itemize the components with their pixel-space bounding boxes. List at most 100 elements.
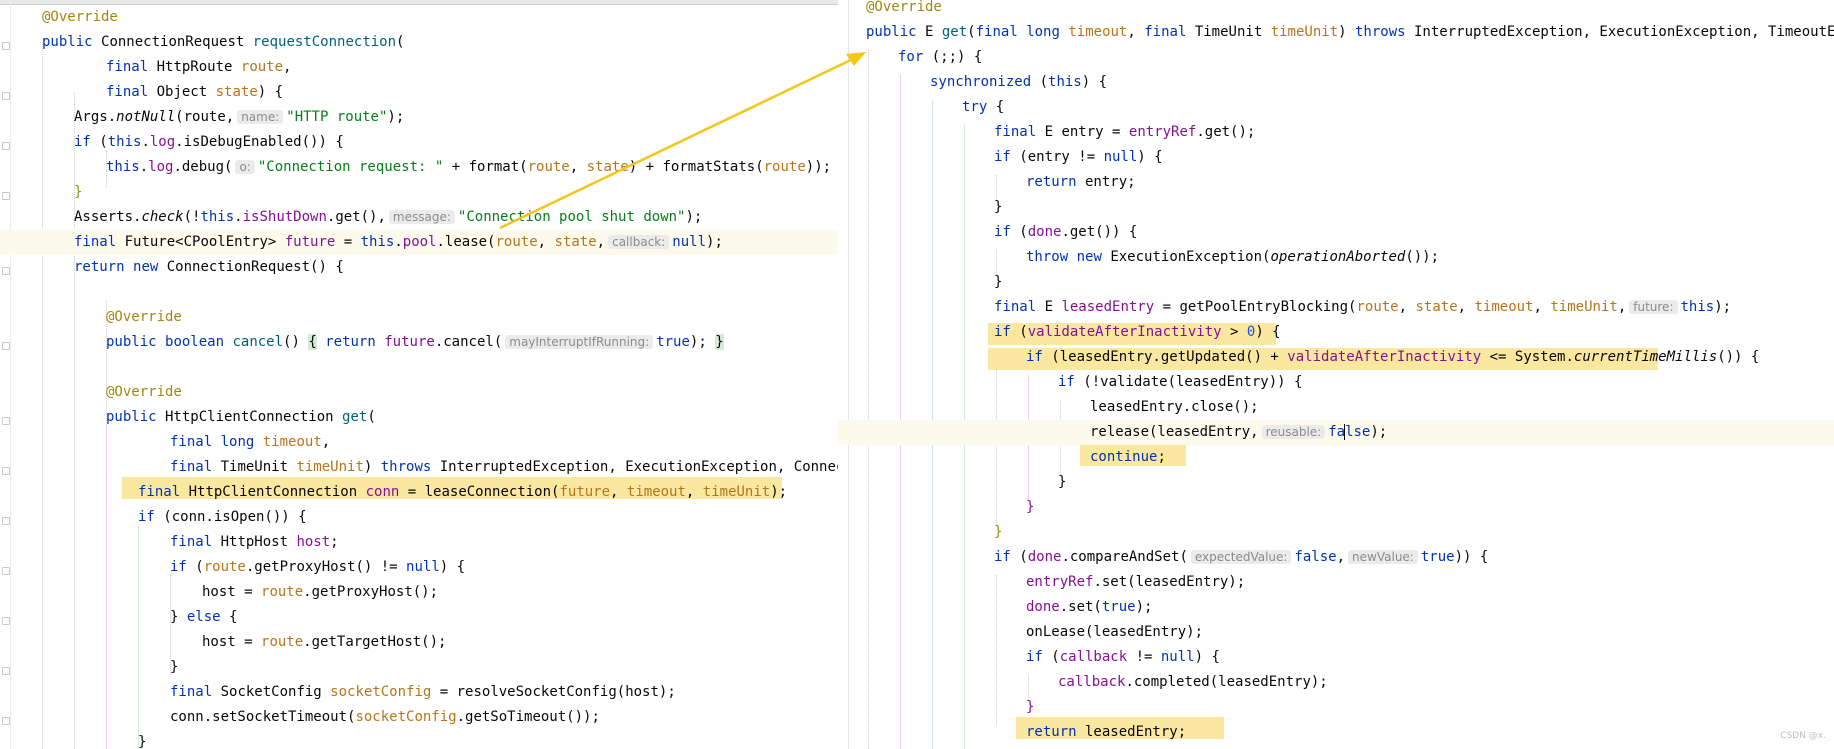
fold-icon[interactable]: [2, 267, 10, 275]
code-text: (: [1010, 324, 1028, 340]
code-text: (: [367, 409, 376, 425]
code-line: final HttpRoute route,: [0, 55, 838, 80]
brace: }: [1058, 474, 1067, 490]
selection-highlight: [122, 477, 782, 499]
code-line: final Object state) {: [0, 80, 838, 105]
keyword: new: [1076, 249, 1102, 265]
fold-icon[interactable]: [2, 467, 10, 475]
code-text: ) {: [1081, 74, 1108, 90]
fold-icon[interactable]: [2, 567, 10, 575]
code-line: if (entry != null) {: [838, 145, 1834, 170]
right-editor-pane[interactable]: @Override public E get(final long timeou…: [838, 0, 1834, 749]
keyword: try: [962, 99, 988, 115]
code-text: (: [967, 24, 976, 40]
fold-icon[interactable]: [2, 667, 10, 675]
code-text: );: [706, 234, 723, 250]
keyword: true: [656, 334, 690, 350]
brace: }: [74, 184, 83, 200]
code-line: }: [0, 180, 838, 205]
code-line: final long timeout,: [0, 430, 838, 455]
fold-icon[interactable]: [2, 342, 10, 350]
fold-icon[interactable]: [2, 617, 10, 625]
code-text: conn.setSocketTimeout(: [170, 709, 356, 725]
code-line: @Override: [0, 305, 838, 330]
code-text: {: [220, 609, 238, 625]
parameter-hint: newValue:: [1348, 550, 1418, 564]
selection-highlight: [1016, 717, 1224, 739]
fold-icon[interactable]: [2, 92, 10, 100]
code-text: (conn.isOpen()) {: [154, 509, 307, 525]
code-line: public HttpClientConnection get(: [0, 405, 838, 430]
brace: }: [1026, 499, 1035, 515]
keyword: false: [1294, 549, 1337, 565]
fold-icon[interactable]: [2, 417, 10, 425]
parameter-hint: message:: [388, 210, 455, 224]
keyword: final: [106, 84, 149, 100]
annotation: @Override: [42, 9, 118, 25]
right-gutter: [838, 0, 849, 749]
code-text: .: [139, 159, 149, 175]
code-text: .get();: [1196, 124, 1256, 140]
watermark: CSDN @x.: [1780, 731, 1826, 741]
code-line: release(leasedEntry,reusable:false);: [838, 420, 1834, 445]
keyword: if: [1026, 349, 1043, 365]
parameter: timeout: [1068, 24, 1128, 40]
editor-tab-strip: [0, 0, 838, 5]
indent-guide: [900, 75, 901, 749]
code-text: HttpClientConnection: [156, 409, 343, 425]
code-line: }: [0, 655, 838, 680]
keyword: throws: [380, 459, 432, 475]
code-text: = getPoolEntryBlocking(: [1154, 299, 1357, 315]
code-text: ): [363, 459, 381, 475]
parameter: timeout: [1474, 299, 1534, 315]
brace: }: [994, 199, 1003, 215]
brace: }: [994, 274, 1003, 290]
left-editor-pane[interactable]: @Override public ConnectionRequest reque…: [0, 0, 838, 749]
parameter: route: [495, 234, 538, 250]
code-line: synchronized (this) {: [838, 70, 1834, 95]
code-text: (: [1010, 549, 1028, 565]
code-line: final E entry = entryRef.get();: [838, 120, 1834, 145]
code-line: @Override: [0, 5, 838, 30]
code-text: .get(),: [326, 209, 386, 225]
code-line: Args.notNull(route,name:"HTTP route");: [0, 105, 838, 130]
keyword: if: [994, 149, 1011, 165]
brace: }: [170, 659, 179, 675]
code-line: if (route.getProxyHost() != null) {: [0, 555, 838, 580]
static-method: currentTimeMillis: [1573, 349, 1718, 365]
code-text: .cancel(: [434, 334, 503, 350]
keyword: long: [1026, 24, 1060, 40]
code-line: done.set(true);: [838, 595, 1834, 620]
fold-icon[interactable]: [2, 42, 10, 50]
code-text: );: [685, 209, 703, 225]
code-line: this.log.debug(o:"Connection request: " …: [0, 155, 838, 180]
fold-icon[interactable]: [2, 717, 10, 725]
keyword: for: [898, 49, 924, 65]
code-line: for (;;) {: [838, 45, 1834, 70]
code-text: ,: [1398, 299, 1416, 315]
parameter: route: [203, 559, 246, 575]
code-text: .getProxyHost();: [303, 584, 439, 600]
parameter: timeout: [626, 484, 686, 500]
code-line: callback.completed(leasedEntry);: [838, 670, 1834, 695]
fold-icon[interactable]: [2, 192, 10, 200]
keyword: this: [1680, 299, 1715, 315]
variable: entry: [1061, 124, 1104, 140]
code-line: conn.setSocketTimeout(socketConfig.getSo…: [0, 705, 838, 730]
code-text: )) {: [1454, 549, 1489, 565]
fold-icon[interactable]: [2, 517, 10, 525]
keyword: if: [994, 224, 1011, 240]
code-text: HttpHost: [212, 534, 297, 550]
indent-guide: [74, 92, 75, 749]
code-text: ) {: [439, 559, 466, 575]
code-line: Asserts.check(!this.isShutDown.get(),mes…: [0, 205, 838, 230]
parameter: future: [559, 484, 611, 500]
string-literal: "Connection request: ": [257, 159, 444, 175]
code-text: host =: [202, 584, 262, 600]
code-text: + format(: [443, 159, 528, 175]
fold-icon[interactable]: [2, 142, 10, 150]
variable: conn: [365, 484, 400, 500]
keyword: if: [994, 549, 1011, 565]
code-line: return leasedEntry;: [838, 720, 1834, 745]
method-name: cancel: [232, 334, 284, 350]
